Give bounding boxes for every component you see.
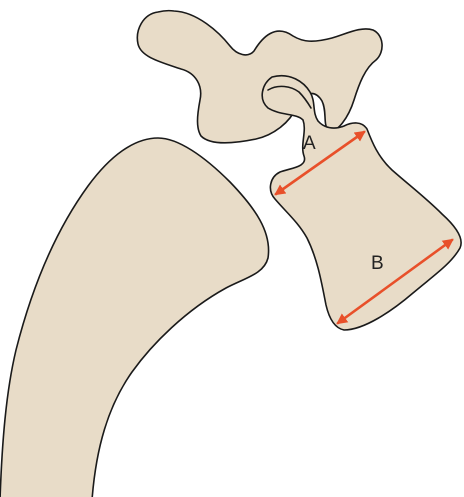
measurement-b-label: B bbox=[371, 253, 384, 274]
measurement-a-label: A bbox=[303, 133, 316, 154]
lower-bone-body bbox=[262, 76, 461, 330]
upper-bone-mass bbox=[137, 11, 382, 143]
curved-bone bbox=[0, 138, 269, 497]
